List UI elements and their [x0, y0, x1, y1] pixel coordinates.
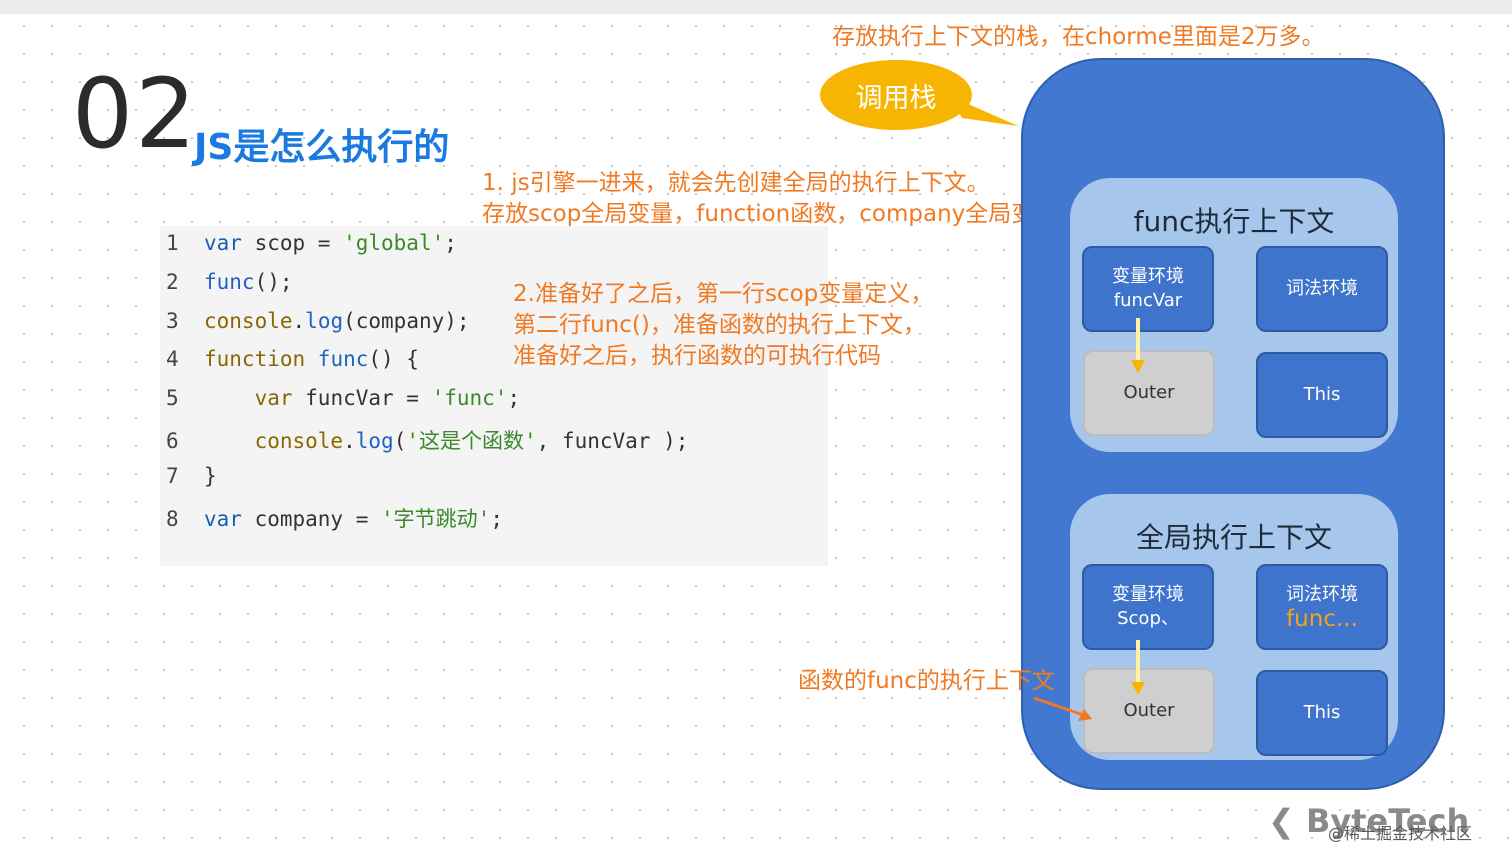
slide-number: 02: [72, 58, 199, 170]
logo-chevron-icon: ❮: [1268, 802, 1295, 840]
code-token: var: [204, 231, 255, 255]
code-line: 8 var company = '字节跳动';: [160, 503, 503, 533]
code-token: console: [204, 308, 293, 333]
line-number: 1: [166, 231, 179, 255]
code-token: var: [204, 506, 255, 531]
footer-watermark: @稀土掘金技术社区: [1328, 824, 1473, 843]
func-variable-env: 变量环境 funcVar: [1082, 246, 1214, 332]
code-token: func: [204, 269, 255, 294]
code-line: 3 console.log(company);: [160, 309, 470, 339]
code-line: 5 var funcVar = 'func';: [160, 386, 520, 416]
code-token: 'func': [431, 386, 508, 411]
stack-note: 存放执行上下文的栈，在chorme里面是2万多。: [832, 24, 1325, 50]
code-token: log: [355, 429, 394, 453]
code-token: () {: [368, 347, 419, 372]
call-stack-callout: 调用栈: [820, 60, 972, 130]
step1-line2: 存放scop全局变量，function函数，company全局变量: [482, 201, 1058, 227]
code-token: function: [204, 347, 318, 372]
code-line: 2 func();: [160, 270, 293, 300]
code-token: company =: [254, 506, 382, 531]
code-token: ;: [490, 506, 503, 531]
global-variable-env-label: 变量环境: [1112, 584, 1184, 605]
code-token: , funcVar );: [536, 429, 689, 453]
global-outer-label: Outer: [1123, 700, 1175, 721]
line-number: 2: [166, 269, 179, 294]
callout-tail: [950, 96, 1018, 126]
func-outer: Outer: [1083, 350, 1215, 436]
code-token: ;: [507, 386, 521, 411]
code-line: 4 function func() {: [160, 347, 419, 377]
slide-title: JS是怎么执行的: [194, 127, 450, 168]
code-token: func: [317, 347, 369, 372]
code-token: console: [254, 429, 344, 453]
func-this: This: [1256, 352, 1388, 438]
code-token: var: [254, 386, 306, 411]
func-lexical-env-label: 词法环境: [1286, 278, 1358, 299]
global-variable-env: 变量环境 Scop、: [1082, 564, 1214, 650]
code-token: [204, 386, 255, 410]
global-variable-env-value: Scop、: [1117, 608, 1179, 629]
code-token: '这是个函数': [406, 429, 537, 453]
global-outer: Outer: [1083, 668, 1215, 754]
code-token: }: [204, 463, 217, 488]
outer-note-arrow-icon: [1033, 696, 1092, 721]
step2-line3: 准备好之后，执行函数的可执行代码: [513, 343, 881, 369]
step2-line1: 2.准备好了之后，第一行scop变量定义，: [513, 281, 934, 307]
code-token: ;: [444, 231, 457, 255]
global-context: 全局执行上下文 变量环境 Scop、 词法环境 func... Outer Th…: [1070, 494, 1398, 760]
code-line: 7}: [160, 464, 217, 494]
global-this: This: [1256, 670, 1388, 756]
code-token: funcVar =: [305, 386, 432, 411]
func-lexical-env: 词法环境: [1256, 246, 1388, 332]
global-this-label: This: [1303, 702, 1341, 723]
global-arrow-down-icon: [1131, 640, 1145, 695]
line-number: 5: [166, 386, 179, 411]
func-context-title: func执行上下文: [1133, 205, 1335, 238]
code-token: log: [305, 308, 344, 333]
step2-line2: 第二行func()，准备函数的执行上下文，: [513, 312, 926, 338]
line-number: 6: [166, 429, 179, 453]
code-token: [204, 429, 255, 453]
top-bar: [0, 0, 1512, 14]
global-context-title: 全局执行上下文: [1135, 521, 1332, 554]
code-token: scop =: [254, 231, 344, 255]
logo-text: ByteTech: [1305, 802, 1470, 840]
func-variable-env-label: 变量环境: [1112, 266, 1184, 287]
code-line: 1 var scop = 'global';: [160, 231, 457, 261]
call-stack: func执行上下文 变量环境 funcVar 词法环境 Outer This 全…: [1021, 58, 1445, 790]
code-token: 'global': [343, 231, 445, 255]
func-this-label: This: [1303, 384, 1341, 405]
code-token: ();: [254, 269, 293, 294]
func-arrow-down-icon: [1131, 318, 1145, 373]
line-number: 7: [166, 463, 179, 488]
func-variable-env-value: funcVar: [1113, 290, 1183, 311]
code-token: .: [292, 308, 306, 333]
code-token: (: [393, 429, 407, 453]
step1-line1: 1. js引擎一进来，就会先创建全局的执行上下文。: [482, 170, 990, 196]
line-number: 8: [166, 506, 179, 531]
code-line: 6 console.log('这是个函数', funcVar );: [160, 425, 688, 455]
func-context: func执行上下文 变量环境 funcVar 词法环境 Outer This: [1070, 178, 1398, 452]
global-lexical-env: 词法环境 func...: [1256, 564, 1388, 650]
bytetech-logo: ❮ ByteTech: [1268, 802, 1469, 840]
func-outer-label: Outer: [1123, 382, 1175, 403]
global-lexical-env-label: 词法环境: [1286, 584, 1358, 605]
global-lexical-env-value: func...: [1286, 606, 1358, 632]
line-number: 4: [166, 347, 179, 372]
outer-note: 函数的func的执行上下文: [798, 668, 1055, 694]
line-number: 3: [166, 308, 179, 333]
code-token: .: [343, 429, 356, 453]
code-token: (company);: [343, 308, 470, 333]
code-token: '字节跳动': [381, 506, 491, 531]
